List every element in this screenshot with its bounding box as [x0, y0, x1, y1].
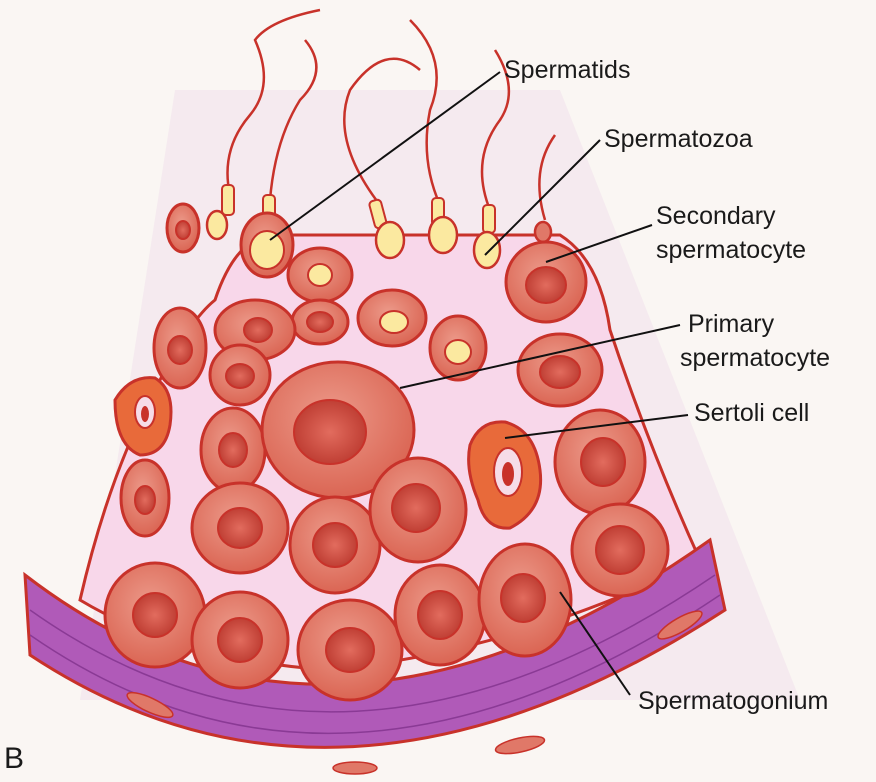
label-spermatids: Spermatids — [504, 55, 630, 85]
label-secondary-spermatocyte-line2: spermatocyte — [656, 235, 806, 265]
panel-letter: B — [4, 742, 24, 776]
label-primary-spermatocyte-line2: spermatocyte — [680, 343, 830, 373]
myoid-nucleus — [494, 733, 546, 757]
label-secondary-spermatocyte-line1: Secondary — [656, 201, 776, 231]
label-spermatozoa: Spermatozoa — [604, 124, 753, 154]
label-sertoli-cell: Sertoli cell — [694, 398, 809, 428]
spermatid-cell — [241, 213, 293, 277]
myoid-nucleus — [333, 762, 377, 774]
label-primary-spermatocyte-line1: Primary — [688, 309, 774, 339]
label-spermatogonium: Spermatogonium — [638, 686, 828, 716]
